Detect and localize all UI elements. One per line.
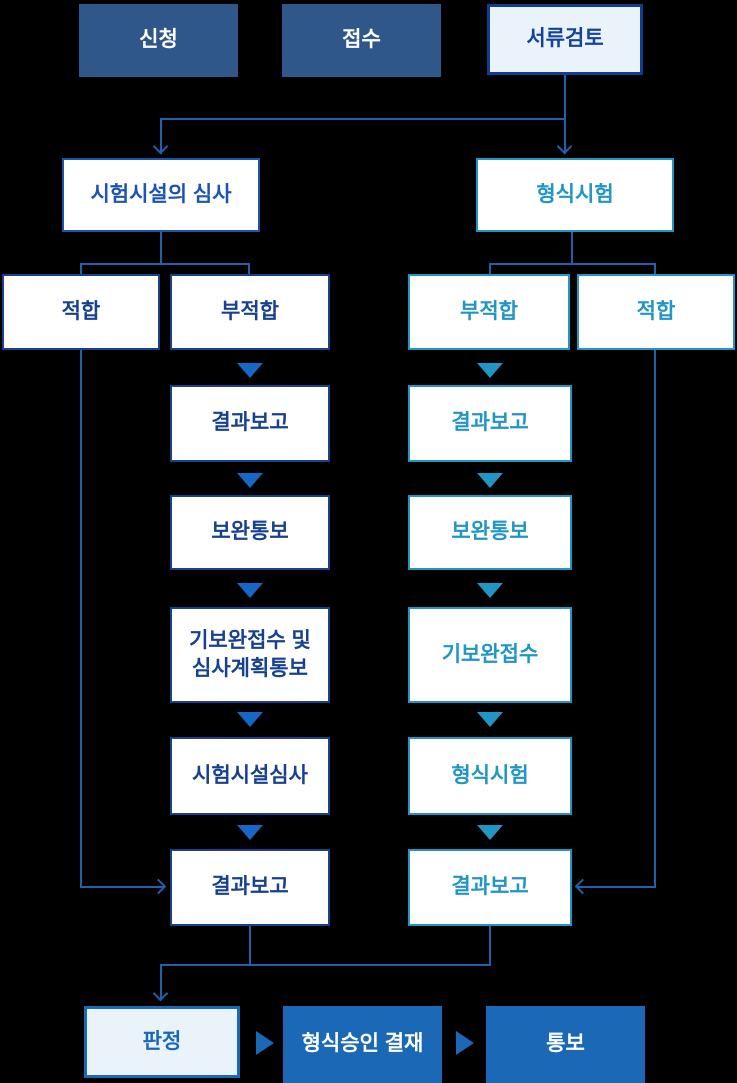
triangle-down-icon <box>477 583 503 598</box>
box-supplement-receipt-plan-left: 기보완접수 및 심사계획통보 <box>170 607 330 703</box>
connector-line <box>80 886 164 888</box>
connector-line <box>80 263 250 265</box>
box-label: 결과보고 <box>451 411 529 435</box>
box-label: 서류검토 <box>526 27 604 51</box>
connector-line <box>571 232 573 264</box>
connector-line <box>80 350 82 887</box>
box-label: 신청 <box>139 28 178 52</box>
box-type-test: 형식시험 <box>476 158 674 232</box>
box-pass-left: 적합 <box>2 274 160 350</box>
box-receipt: 접수 <box>282 4 441 77</box>
connector-line <box>248 263 250 274</box>
triangle-down-icon <box>477 825 503 840</box>
box-fail-right: 부적합 <box>408 274 570 350</box>
triangle-right-icon <box>256 1031 274 1055</box>
box-label: 통보 <box>546 1032 585 1056</box>
box-result-report-left-2: 결과보고 <box>170 849 330 926</box>
connector-line <box>489 926 491 966</box>
box-pass-right: 적합 <box>577 274 735 350</box>
connector-line <box>489 263 656 265</box>
arrowhead-left-icon <box>574 878 591 895</box>
box-label: 결과보고 <box>211 875 289 899</box>
box-label: 형식승인 결재 <box>301 1032 424 1056</box>
box-label: 보완통보 <box>211 520 289 544</box>
box-label: 기보완접수 <box>441 642 539 666</box>
box-label: 판정 <box>142 1029 182 1053</box>
connector-line <box>160 964 491 966</box>
connector-line <box>160 964 162 1000</box>
box-test-facility-review: 시험시설의 심사 <box>62 158 260 232</box>
box-type-test-step: 형식시험 <box>408 737 572 815</box>
box-label: 시험시설의 심사 <box>90 182 232 206</box>
box-label: 결과보고 <box>451 875 529 899</box>
triangle-down-icon <box>237 363 263 378</box>
triangle-down-icon <box>477 473 503 488</box>
box-supplement-notice-right: 보완통보 <box>408 495 572 570</box>
connector-line <box>249 926 251 966</box>
connector-line <box>160 232 162 264</box>
box-apply: 신청 <box>79 4 238 77</box>
arrowhead-down-icon <box>152 985 169 1002</box>
box-result-report-right-2: 결과보고 <box>408 849 572 926</box>
arrowhead-down-icon <box>152 138 169 155</box>
arrowhead-right-icon <box>150 878 167 895</box>
box-supplement-receipt-right: 기보완접수 <box>408 607 572 703</box>
box-label: 부적합 <box>460 299 518 323</box>
connector-line <box>80 263 82 274</box>
connector-line <box>489 263 491 274</box>
connector-line <box>654 263 656 274</box>
box-label: 형식시험 <box>451 763 529 787</box>
triangle-down-icon <box>237 583 263 598</box>
connector-line <box>577 886 656 888</box>
triangle-down-icon <box>477 712 503 727</box>
connector-line <box>654 350 656 887</box>
box-facility-review-step: 시험시설심사 <box>170 737 330 815</box>
box-supplement-notice-left: 보완통보 <box>170 495 330 570</box>
box-label: 부적합 <box>221 299 279 323</box>
box-label: 결과보고 <box>211 411 289 435</box>
triangle-down-icon <box>237 825 263 840</box>
connector-line <box>564 75 566 118</box>
box-label: 접수 <box>342 28 381 52</box>
box-result-report-right-1: 결과보고 <box>408 385 572 462</box>
box-label: 시험시설심사 <box>192 763 308 787</box>
triangle-down-icon <box>477 363 503 378</box>
arrowhead-down-icon <box>556 138 573 155</box>
box-result-report-left-1: 결과보고 <box>170 385 330 462</box>
connector-line <box>160 118 566 120</box>
box-fail-left: 부적합 <box>170 274 330 350</box>
box-approval-sign: 형식승인 결재 <box>283 1006 442 1083</box>
box-label: 적합 <box>636 299 676 323</box>
connector-line <box>160 118 162 154</box>
box-notification: 통보 <box>486 1006 645 1083</box>
box-label: 적합 <box>61 299 101 323</box>
connector-line <box>564 118 566 154</box>
box-label: 형식시험 <box>536 182 614 206</box>
box-document-review: 서류검토 <box>487 4 643 75</box>
triangle-right-icon <box>456 1031 474 1055</box>
box-judgment: 판정 <box>84 1006 240 1078</box>
triangle-down-icon <box>237 473 263 488</box>
box-label: 기보완접수 및 심사계획통보 <box>189 628 311 680</box>
triangle-down-icon <box>237 712 263 727</box>
box-label: 보완통보 <box>451 520 529 544</box>
